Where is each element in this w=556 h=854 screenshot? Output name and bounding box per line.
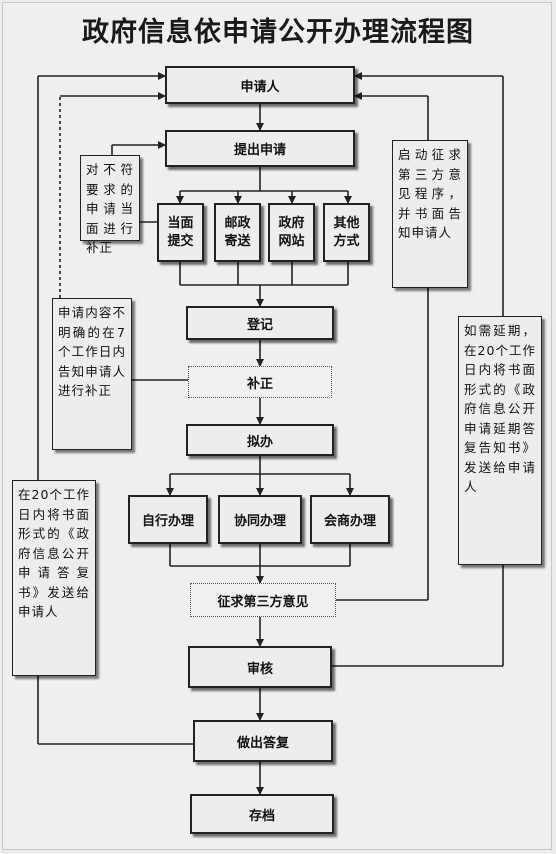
method-other-label: 其他方式 bbox=[333, 215, 360, 249]
node-applicant: 申请人 bbox=[165, 66, 355, 104]
node-method-mail: 邮政寄送 bbox=[214, 203, 261, 262]
node-method-website: 政府网站 bbox=[268, 203, 315, 262]
note-non-compliant: 对不符要求的申请当面进行补正 bbox=[80, 155, 140, 255]
node-consult-handle: 会商办理 bbox=[310, 495, 390, 544]
node-third-party: 征求第三方意见 bbox=[190, 583, 336, 617]
note-start-third-party: 启动征求第三方意见程序，并书面告知申请人 bbox=[392, 140, 468, 288]
node-joint-handle: 协同办理 bbox=[218, 495, 302, 544]
node-method-other: 其他方式 bbox=[323, 203, 370, 262]
method-in-person-label: 当面提交 bbox=[167, 215, 194, 249]
note-extension: 如需延期，在20个工作日内将书面形式的《政府信息公开申请延期答复告知书》发送给申… bbox=[458, 316, 542, 565]
node-method-in-person: 当面提交 bbox=[157, 203, 204, 262]
node-review: 审核 bbox=[188, 646, 332, 688]
note-unclear-content: 申请内容不明确的在7个工作日内告知申请人进行补正 bbox=[52, 298, 132, 450]
node-register: 登记 bbox=[186, 306, 334, 340]
node-archive: 存档 bbox=[190, 794, 334, 834]
node-draft: 拟办 bbox=[186, 424, 334, 456]
node-submit: 提出申请 bbox=[165, 130, 355, 167]
node-correction: 补正 bbox=[188, 366, 332, 398]
node-self-handle: 自行办理 bbox=[128, 495, 208, 544]
method-mail-label: 邮政寄送 bbox=[224, 215, 251, 249]
node-reply: 做出答复 bbox=[193, 720, 333, 762]
note-reply-letter: 在20个工作日内将书面形式的《政府信息公开申请答复书》发送给申请人 bbox=[12, 480, 96, 676]
diagram-title: 政府信息依申请公开办理流程图 bbox=[82, 17, 474, 48]
method-website-label: 政府网站 bbox=[278, 215, 305, 249]
